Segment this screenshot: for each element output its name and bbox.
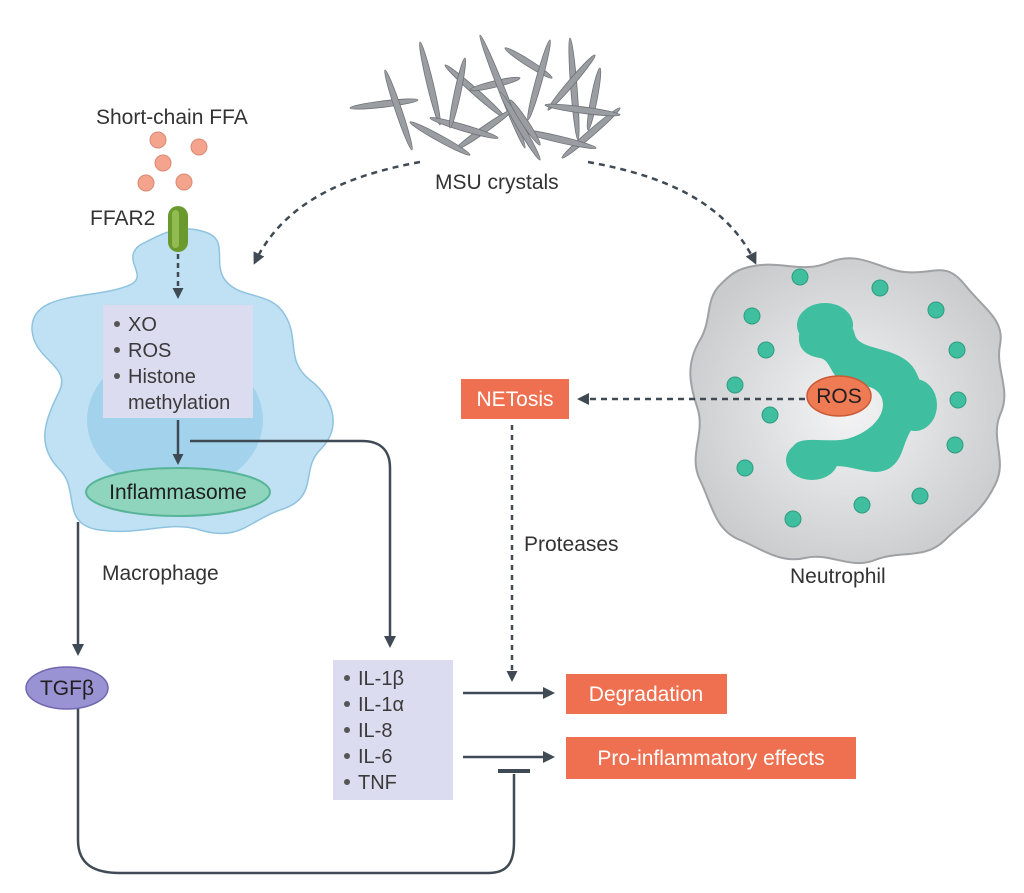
msu-crystal-icon: [527, 39, 551, 121]
granule-icon: [761, 406, 779, 424]
ros-ellipse: [806, 375, 872, 417]
proinflammatory-box: [566, 737, 856, 779]
msu-crystals-label: MSU crystals: [435, 171, 559, 194]
neutrophil-nucleus: [791, 314, 925, 472]
ffa-dot-icon: [149, 131, 167, 149]
degradation-box: [566, 674, 727, 714]
cytokine-box: [333, 660, 453, 800]
cytokine-item: IL-6: [358, 746, 392, 768]
mechanism-item: Histone: [128, 366, 196, 388]
msu-crystal-icon: [419, 41, 441, 126]
granule-icon: [948, 341, 966, 359]
msu-crystal-icon: [547, 54, 596, 111]
neutrophil-label: Neutrophil: [790, 565, 886, 588]
mechanism-item: methylation: [128, 392, 230, 414]
degradation-label: Degradation: [589, 683, 703, 706]
ffar2-label: FFAR2: [90, 207, 155, 230]
msu-to-macrophage-arrow: [253, 160, 421, 265]
cytokine-item: IL-8: [358, 720, 392, 742]
granule-icon: [949, 391, 967, 409]
msu-crystal-icon: [469, 76, 521, 92]
granule-icon: [871, 279, 889, 297]
ffa-dot-icon: [154, 154, 172, 172]
proteases-label: Proteases: [524, 533, 619, 556]
macrophage-mechanism-box: [103, 305, 253, 418]
ffar2-receptor-icon: [168, 206, 188, 252]
granule-icon: [853, 496, 871, 514]
inflammasome-shape: [85, 467, 271, 517]
granule-icon: [927, 301, 945, 319]
netosis-label: NETosis: [476, 388, 553, 411]
macrophage-cell: [31, 228, 334, 535]
neutrophil-granules: [726, 268, 967, 528]
cytokine-list: IL-1β IL-1α IL-8 IL-6 TNF: [344, 668, 404, 794]
granule-icon: [946, 436, 964, 454]
granule-icon: [911, 487, 929, 505]
msu-crystal-icon: [409, 121, 471, 156]
ffa-dots: [137, 131, 208, 192]
tgfb-inhibition-line: [76, 708, 516, 875]
proinflammatory-label: Pro-inflammatory effects: [597, 747, 824, 770]
cytokine-item: TNF: [358, 772, 397, 794]
ffa-dot-icon: [137, 174, 155, 192]
inflammasome-label: Inflammasome: [109, 481, 247, 504]
msu-to-neutrophil-arrow: [587, 160, 757, 265]
short-chain-ffa-label: Short-chain FFA: [96, 106, 248, 129]
granule-icon: [757, 341, 775, 359]
ffa-dot-icon: [190, 138, 208, 156]
netosis-box: [461, 379, 569, 419]
ffa-dot-icon: [175, 173, 193, 191]
msu-crystal-icon: [448, 57, 467, 129]
mechanism-item: ROS: [128, 340, 171, 362]
msu-crystal-icon: [384, 69, 413, 151]
macrophage-label: Macrophage: [102, 562, 219, 585]
msu-crystal-icon: [429, 117, 499, 139]
cytokine-item: IL-1β: [358, 668, 404, 690]
msu-crystal-icon: [349, 98, 419, 110]
macrophage-mechanism-list: XO ROS Histone methylation: [114, 314, 230, 414]
msu-crystals-cluster: [349, 34, 621, 161]
granule-icon: [791, 268, 809, 286]
msu-crystal-icon: [544, 103, 621, 117]
granule-icon: [726, 376, 744, 394]
mechanism-item: XO: [128, 314, 157, 336]
tgfb-ellipse: [25, 666, 109, 710]
cytokine-item: IL-1α: [358, 694, 404, 716]
ros-label: ROS: [816, 385, 862, 408]
granule-icon: [784, 510, 802, 528]
msu-crystal-icon: [509, 99, 541, 146]
granule-icon: [736, 459, 754, 477]
macrophage-to-cytokines-arrow: [190, 439, 396, 648]
tgfb-label: TGFβ: [40, 677, 94, 700]
granule-icon: [743, 307, 761, 325]
neutrophil-cell: [689, 257, 1006, 565]
